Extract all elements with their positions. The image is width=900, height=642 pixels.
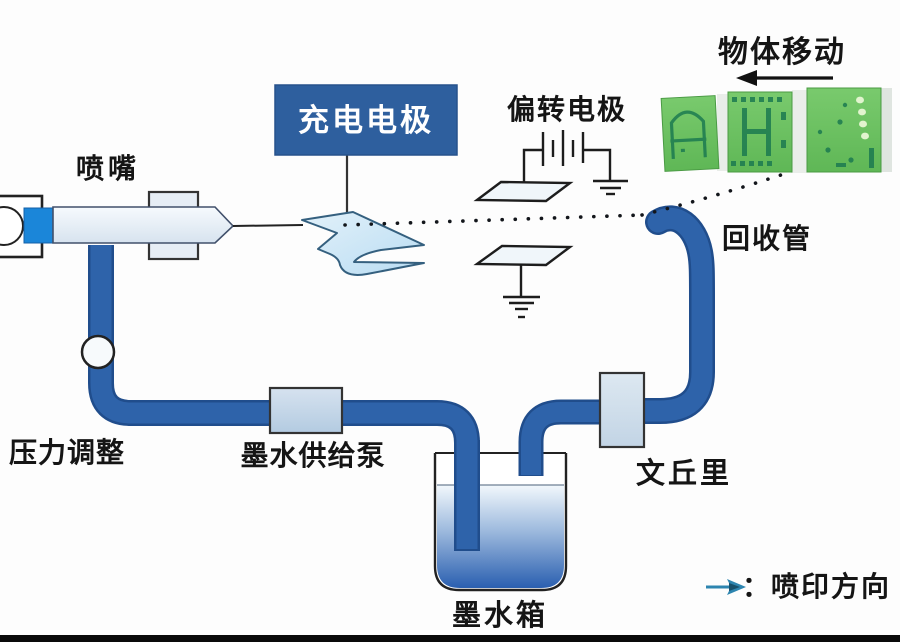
board-3-print-marks	[817, 96, 874, 168]
deflection-plate-bottom	[473, 244, 574, 267]
battery-right-wire	[583, 148, 612, 180]
nozzle-mount-circle	[0, 206, 24, 246]
label-recovery-tube: 回收管	[722, 222, 812, 255]
legend-separator: ：	[742, 570, 770, 603]
ink-supply-pump-box	[268, 386, 344, 435]
battery-symbol	[541, 130, 585, 166]
ground-symbol-bottom	[503, 295, 540, 319]
venturi-box	[598, 371, 646, 449]
product-board-1	[660, 95, 720, 172]
label-object-movement: 物体移动	[718, 35, 846, 70]
plate-top-wire	[522, 148, 542, 182]
label-deflection-electrode: 偏转电极	[507, 93, 627, 126]
printed-objects	[660, 87, 892, 173]
recovery-tube-fill	[633, 207, 713, 422]
charging-electrode-box	[274, 84, 458, 156]
deflection-electrode-assembly	[473, 130, 628, 319]
charging-electrode-part	[301, 211, 425, 276]
nozzle-body	[52, 206, 235, 244]
label-print-direction: 喷印方向	[771, 570, 891, 603]
label-charging-electrode: 充电电极	[298, 103, 434, 139]
pressure-valve	[80, 334, 116, 370]
board-1-print-marks	[669, 110, 707, 159]
deflection-plate-top	[473, 180, 574, 203]
ink-stream-main	[343, 213, 644, 227]
label-ink-supply-pump: 墨水供给泵	[240, 439, 385, 472]
ink-stream-deflected	[640, 169, 795, 217]
board-side-strip-3	[881, 88, 892, 172]
label-pressure-adjustment: 压力调整	[9, 436, 125, 469]
bottom-border-bar	[0, 635, 900, 642]
ink-jet-line	[232, 224, 304, 227]
ground-symbol-right	[593, 179, 628, 196]
nozzle-assembly	[0, 190, 304, 261]
object-movement-arrow	[736, 70, 833, 86]
label-ink-tank: 墨水箱	[452, 598, 548, 632]
return-pipe-fill	[521, 402, 602, 475]
label-venturi: 文丘里	[636, 456, 732, 490]
board-side-strip-2	[792, 90, 807, 173]
legend-arrow-icon	[706, 579, 746, 595]
piezo-element	[23, 207, 54, 244]
board-side-strip-1	[717, 94, 728, 171]
board-2-print-marks	[731, 97, 786, 166]
label-nozzle: 喷嘴	[76, 152, 140, 185]
